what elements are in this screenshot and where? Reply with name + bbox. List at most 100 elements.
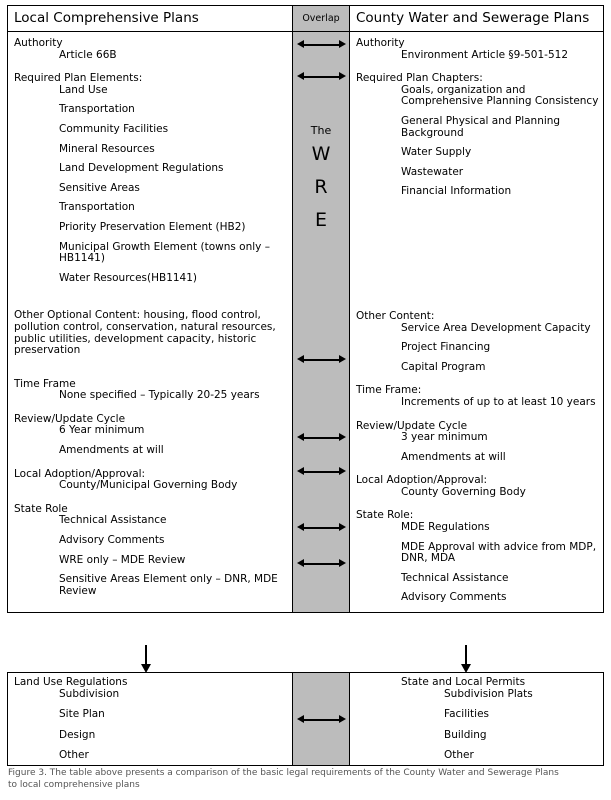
right-authority-heading: Authority (356, 37, 405, 49)
right-required-item-1: General Physical and Planning Background (401, 114, 564, 139)
arrow-right-head-icon (339, 467, 346, 475)
left-required-item-5: Sensitive Areas (59, 181, 140, 194)
arrow-left-head-icon (297, 559, 304, 567)
left-required-item-6: Transportation (59, 201, 135, 214)
arrow-right-head-icon (339, 559, 346, 567)
right-other-content-heading: Other Content: (356, 309, 435, 322)
wre-label-stack: The W R E (293, 124, 349, 237)
arrow-down-head-icon (461, 664, 471, 673)
right-other-content-item-0: Service Area Development Capacity (401, 321, 591, 334)
spacer (14, 357, 286, 379)
overlap-arrow-adoption (297, 523, 346, 532)
arrow-shaft (302, 470, 341, 473)
down-arrow-left-connector (141, 645, 152, 673)
right-adoption-heading: Local Adoption/Approval: (356, 474, 488, 487)
column-land-use-regulations: Land Use Regulations Subdivision Site Pl… (8, 673, 293, 765)
right-state-role-item-1: MDE Approval with advice from MDP, DNR, … (401, 540, 600, 565)
left-authority-heading: Authority (14, 37, 63, 49)
arrow-right-head-icon (339, 40, 346, 48)
arrow-down-head-icon (141, 664, 151, 673)
overlap-arrow-other-content (297, 355, 346, 364)
left-required-item-8: Municipal Growth Element (towns only – H… (59, 240, 274, 265)
left-required-item-3: Mineral Resources (59, 142, 155, 155)
spacer (14, 721, 286, 730)
spacer (356, 409, 599, 421)
figure-caption: Figure 3. The table above presents a com… (8, 768, 559, 790)
left-state-role-heading: State Role (14, 502, 68, 515)
comparison-table: Local Comprehensive Plans Overlap County… (7, 5, 604, 614)
overlap-arrow-time-frame (297, 433, 346, 442)
arrow-right-head-icon (339, 433, 346, 441)
overlap-arrow-review-cycle (297, 467, 346, 476)
arrow-left-head-icon (297, 40, 304, 48)
left-state-role-item-0: Technical Assistance (59, 514, 167, 527)
left-time-frame-item: None specified – Typically 20-25 years (59, 389, 260, 402)
left-adoption-item: County/Municipal Governing Body (59, 479, 238, 492)
wre-letter-w: W (311, 143, 331, 165)
left-state-role-item-3: Sensitive Areas Element only – DNR, MDE … (59, 573, 282, 597)
spacer (14, 194, 286, 202)
right-state-role-item-0: MDE Regulations (401, 521, 490, 534)
right-required-item-2: Water Supply (401, 146, 472, 159)
arrow-right-head-icon (339, 523, 346, 531)
right-state-role-item-2: Technical Assistance (401, 571, 509, 584)
bottom-left-item-1: Site Plan (59, 708, 105, 721)
left-state-role-item-1: Advisory Comments (59, 534, 165, 547)
spacer (14, 700, 286, 709)
arrow-shaft (302, 526, 341, 529)
spacer (356, 198, 599, 311)
arrow-left-head-icon (297, 433, 304, 441)
arrow-shaft (302, 75, 341, 78)
spacer (14, 457, 286, 469)
spacer (14, 175, 286, 183)
arrow-right-head-icon (339, 715, 346, 723)
left-required-item-0: Land Use (59, 83, 108, 96)
right-authority-item: Environment Article §9-501-512 (401, 48, 568, 61)
arrow-left-head-icon (297, 523, 304, 531)
bottom-right-item-1: Facilities (444, 708, 489, 721)
bottom-right-item-3: Other (444, 749, 474, 762)
right-time-frame-item: Increments of up to at least 10 years (401, 395, 596, 408)
left-state-role-item-2: WRE only – MDE Review (59, 553, 186, 566)
left-required-heading: Required Plan Elements: (14, 72, 143, 85)
right-adoption-item: County Governing Body (401, 485, 526, 498)
arrow-left-head-icon (297, 715, 304, 723)
arrow-stem (145, 645, 147, 666)
right-required-item-3: Wastewater (401, 165, 464, 178)
arrow-left-head-icon (297, 355, 304, 363)
right-required-item-0: Goals, organization and Comprehensive Pl… (401, 83, 599, 108)
column-overlap: The W R E (293, 32, 350, 613)
left-required-item-4: Land Development Regulations (59, 162, 224, 175)
wre-letter-e: E (314, 209, 327, 231)
down-arrow-right-connector (461, 645, 472, 673)
table-body-row: Authority Article 66B Required Plan Elem… (8, 32, 603, 613)
arrow-shaft (302, 436, 341, 439)
right-state-role-item-3: Advisory Comments (401, 591, 507, 604)
left-required-item-7: Priority Preservation Element (HB2) (59, 220, 246, 233)
column-county-water-sewerage-plans: Authority Environment Article §9-501-512… (350, 32, 603, 612)
right-state-role-heading: State Role: (356, 509, 414, 522)
overlap-arrow-authority (297, 40, 346, 49)
right-review-heading: Review/Update Cycle (356, 419, 468, 432)
right-other-content-item-2: Capital Program (401, 360, 486, 373)
arrow-left-head-icon (297, 467, 304, 475)
spacer (356, 741, 597, 750)
table-header-row: Local Comprehensive Plans Overlap County… (8, 6, 603, 32)
right-time-frame-heading: Time Frame: (356, 384, 422, 397)
bottom-left-item-2: Design (59, 728, 96, 741)
column-state-local-permits: State and Local Permits Subdivision Plat… (350, 673, 603, 765)
spacer (356, 139, 599, 147)
regulations-permits-table: Land Use Regulations Subdivision Site Pl… (7, 672, 604, 766)
right-review-item-1: Amendments at will (401, 450, 506, 463)
left-review-item-1: Amendments at will (59, 444, 164, 457)
spacer (14, 741, 286, 750)
right-required-heading: Required Plan Chapters: (356, 72, 483, 85)
bottom-left-item-3: Other (59, 749, 89, 762)
left-other-optional-content: Other Optional Content: housing, flood c… (14, 309, 280, 357)
arrow-right-head-icon (339, 72, 346, 80)
bottom-left-heading: Land Use Regulations (14, 676, 128, 688)
left-review-heading: Review/Update Cycle (14, 412, 126, 425)
header-county-water-sewerage: County Water and Sewerage Plans (356, 10, 590, 26)
arrow-shaft (302, 358, 341, 361)
bottom-left-item-0: Subdivision (59, 687, 120, 700)
